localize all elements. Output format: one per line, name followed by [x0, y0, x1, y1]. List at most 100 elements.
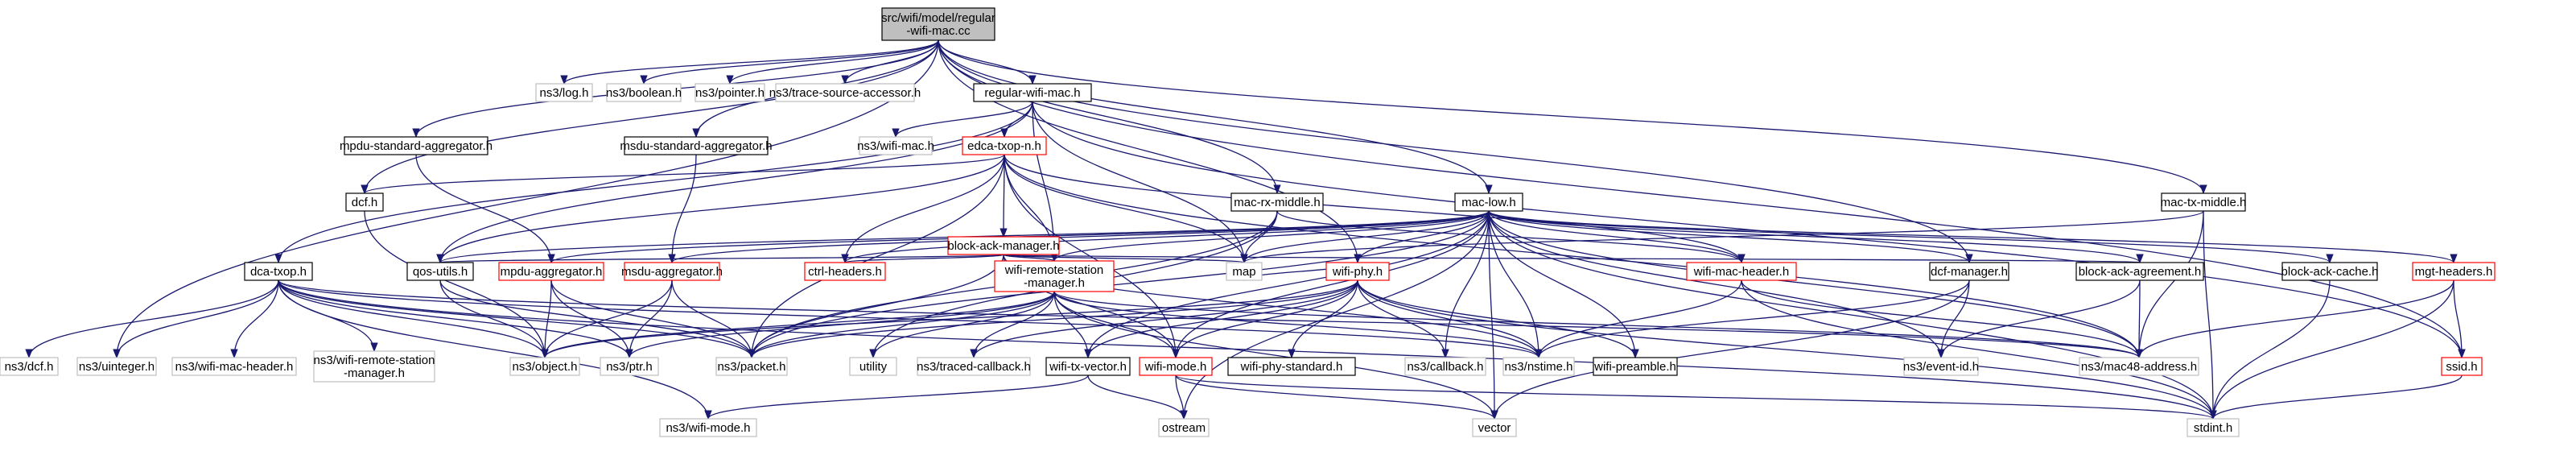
edge-msdu_agg-to-packet [671, 279, 756, 359]
node-box-packet [715, 357, 788, 376]
edge-edca-to-wmh [1004, 154, 1745, 264]
node-trace: ns3/trace-source-accessor.h [769, 83, 921, 102]
edge-rwm-to-wrsm [1032, 101, 1058, 263]
node-log: ns3/log.h [535, 83, 593, 102]
edge-wifiphy-to-object [541, 279, 1358, 359]
node-bam[interactable]: block-ack-manager.h [947, 236, 1060, 255]
node-label-edca: edca-txop-n.h [967, 139, 1041, 153]
node-qos[interactable]: qos-utils.h [406, 262, 474, 281]
node-mactx[interactable]: mac-tx-middle.h [2161, 192, 2247, 212]
node-box-msdu_agg [624, 262, 720, 281]
node-box-wifimac [859, 136, 933, 155]
node-label-ostream: ostream [1162, 421, 1206, 435]
node-label-bam: block-ack-manager.h [947, 239, 1059, 253]
node-label-trace: ns3/trace-source-accessor.h [769, 86, 921, 100]
node-dcf[interactable]: dcf.h [345, 192, 384, 212]
node-ctrl[interactable]: ctrl-headers.h [804, 262, 886, 281]
node-msdu_std[interactable]: msdu-standard-aggregator.h [620, 136, 773, 155]
node-msdu_agg[interactable]: msdu-aggregator.h [621, 262, 723, 281]
node-bacache[interactable]: block-ack-cache.h [2281, 262, 2379, 281]
node-box-eventid [1903, 357, 1979, 376]
node-box-ns3wmh [171, 357, 297, 376]
edge-root-to-macrx [938, 39, 1281, 195]
node-ns3wmh: ns3/wifi-mac-header.h [171, 357, 297, 376]
node-dcfmgr[interactable]: dcf-manager.h [1929, 262, 2009, 281]
node-wrsm[interactable]: wifi-remote-station-manager.h [994, 260, 1115, 292]
node-label-wifimode: wifi-mode.h [1144, 360, 1207, 374]
node-box-ns3dcf [0, 357, 59, 376]
node-label-maclow: mac-low.h [1461, 196, 1516, 209]
node-wps[interactable]: wifi-phy-standard.h [1227, 357, 1356, 376]
node-mgt[interactable]: mgt-headers.h [2412, 262, 2496, 281]
edge-baagr-to-mac48 [2135, 279, 2143, 359]
node-box-callback [1404, 357, 1486, 376]
node-label-wifimac: ns3/wifi-mac.h [857, 139, 934, 153]
edge-root-to-log [560, 39, 939, 85]
node-label-tracedcb: ns3/traced-callback.h [917, 360, 1031, 374]
edge-wmh-to-stdint [1741, 279, 2217, 420]
node-box-wifimode [1139, 357, 1213, 376]
edge-maclow-to-wifiphy [1354, 210, 1490, 264]
node-box-nstime [1502, 357, 1575, 376]
node-wifiphy[interactable]: wifi-phy.h [1325, 262, 1390, 281]
node-box-dcfmgr [1929, 262, 2009, 281]
edge-root-to-wifiphy [938, 39, 1362, 264]
node-rwm[interactable]: regular-wifi-mac.h [973, 83, 1092, 102]
node-wmh[interactable]: wifi-mac-header.h [1686, 262, 1797, 281]
node-label-root-line1: -wifi-mac.cc [906, 24, 971, 38]
node-ssid[interactable]: ssid.h [2441, 357, 2483, 376]
edge-mactx-to-mac48 [2135, 210, 2204, 359]
node-box-ptr [600, 357, 659, 376]
edge-maclow-to-mgt [1488, 210, 2458, 264]
edge-dcatx-to-stdint [278, 279, 2217, 420]
edge-edca-to-dcf [361, 154, 1005, 195]
edge-wtv-to-ns3wifimode [704, 374, 1089, 420]
edge-maclow-to-wmh [1488, 210, 1745, 264]
node-root[interactable]: src/wifi/model/regular-wifi-mac.cc [881, 7, 995, 41]
edge-mactx-to-map [1240, 210, 2204, 264]
edge-wmh-to-nstime [1535, 279, 1742, 359]
node-baagr[interactable]: block-ack-agreement.h [2075, 262, 2204, 281]
node-box-uinteger [76, 357, 157, 376]
edge-edca-to-map [1004, 154, 1248, 264]
node-edca[interactable]: edca-txop-n.h [962, 136, 1047, 155]
node-mpdu_agg[interactable]: mpdu-aggregator.h [498, 262, 604, 281]
node-wtv[interactable]: wifi-tx-vector.h [1045, 357, 1131, 376]
edge-maclow-to-callback [1441, 210, 1490, 359]
node-label-ns3wmh: ns3/wifi-mac-header.h [175, 360, 294, 374]
node-wifimode[interactable]: wifi-mode.h [1139, 357, 1213, 376]
edge-msdu_agg-to-ptr [625, 279, 673, 359]
node-maclow[interactable]: mac-low.h [1454, 192, 1523, 212]
node-stdint: stdint.h [2187, 418, 2240, 437]
node-object: ns3/object.h [509, 357, 580, 376]
edge-wmh-to-mac48 [1741, 279, 2143, 359]
node-macrx[interactable]: mac-rx-middle.h [1230, 192, 1324, 212]
node-dcatx[interactable]: dca-txop.h [244, 262, 313, 281]
node-label-utility: utility [859, 360, 888, 374]
node-label-wpre: wifi-preamble.h [1593, 360, 1676, 374]
node-wpre[interactable]: wifi-preamble.h [1593, 357, 1678, 376]
node-label-nstime: ns3/nstime.h [1504, 360, 1572, 374]
node-box-ns3wifimode [659, 418, 757, 437]
node-box-dcf [345, 192, 384, 212]
node-box-wrsm [994, 260, 1115, 292]
node-box-maclow [1454, 192, 1523, 212]
edge-mactx-to-stdint [2203, 210, 2217, 420]
edge-root-to-pointer [726, 39, 939, 85]
node-label-stdint: stdint.h [2194, 421, 2232, 435]
edge-maclow-to-wtv [1084, 210, 1490, 359]
node-box-dcatx [244, 262, 313, 281]
edge-root-to-maclow [938, 39, 1493, 195]
node-box-object [509, 357, 580, 376]
node-ostream: ostream [1158, 418, 1210, 437]
edge-root-to-dcf [361, 39, 939, 195]
edge-msdu_agg-to-object [541, 279, 673, 359]
node-mpdu_std[interactable]: mpdu-standard-aggregator.h [340, 136, 493, 155]
node-label-baagr: block-ack-agreement.h [2079, 265, 2202, 279]
edge-edca-to-qos [436, 154, 1005, 264]
edge-rwm-to-qos [436, 101, 1033, 264]
edge-wifiphy-to-wps [1288, 279, 1358, 359]
edge-qos-to-object [439, 279, 549, 359]
node-box-wpre [1593, 357, 1678, 376]
node-map: map [1226, 262, 1263, 281]
